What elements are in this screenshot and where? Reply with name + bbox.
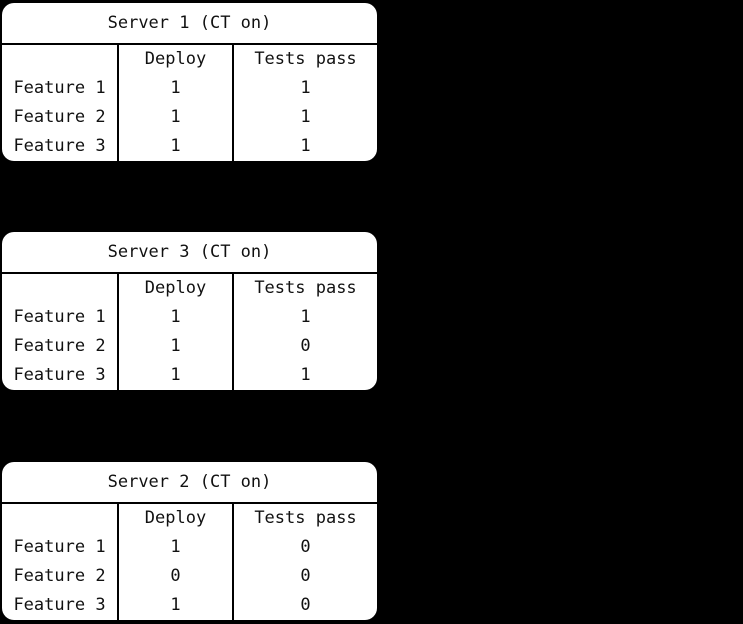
server-card-1: Server 1 (CT on) Deploy Tests pass Featu…: [2, 3, 377, 161]
cell-tests-pass: 1: [232, 361, 377, 390]
cell-deploy: 1: [117, 132, 232, 161]
server-table: Deploy Tests pass Feature 1 1 1 Feature …: [2, 274, 377, 390]
row-label: Feature 1: [13, 78, 106, 98]
row-label: Feature 3: [13, 365, 106, 385]
cell-tests-pass: 0: [232, 591, 377, 620]
cell-deploy: 1: [117, 74, 232, 103]
server-table: Deploy Tests pass Feature 1 1 1 Feature …: [2, 45, 377, 161]
column-header-deploy: Deploy: [117, 504, 232, 533]
cell-deploy: 1: [117, 303, 232, 332]
row-label: Feature 2: [13, 566, 106, 586]
card-title: Server 1 (CT on): [2, 3, 377, 45]
server-table: Deploy Tests pass Feature 1 1 0 Feature …: [2, 504, 377, 620]
row-label: Feature 2: [13, 107, 106, 127]
server-card-2: Server 2 (CT on) Deploy Tests pass Featu…: [2, 462, 377, 620]
row-label: Feature 3: [13, 595, 106, 615]
column-header-deploy: Deploy: [117, 274, 232, 303]
cell-deploy: 1: [117, 361, 232, 390]
row-label: Feature 1: [13, 307, 106, 327]
card-title: Server 3 (CT on): [2, 232, 377, 274]
cell-tests-pass: 0: [232, 332, 377, 361]
cell-deploy: 1: [117, 533, 232, 562]
card-title: Server 2 (CT on): [2, 462, 377, 504]
server-card-3: Server 3 (CT on) Deploy Tests pass Featu…: [2, 232, 377, 390]
column-header-tests-pass: Tests pass: [232, 274, 377, 303]
cell-tests-pass: 0: [232, 562, 377, 591]
cell-tests-pass: 1: [232, 74, 377, 103]
cell-tests-pass: 1: [232, 132, 377, 161]
cell-tests-pass: 1: [232, 303, 377, 332]
cell-deploy: 1: [117, 332, 232, 361]
row-label: Feature 2: [13, 336, 106, 356]
corner-cell: [2, 45, 117, 74]
row-label: Feature 1: [13, 537, 106, 557]
cell-deploy: 1: [117, 591, 232, 620]
cell-tests-pass: 0: [232, 533, 377, 562]
cell-deploy: 0: [117, 562, 232, 591]
column-header-deploy: Deploy: [117, 45, 232, 74]
column-header-tests-pass: Tests pass: [232, 45, 377, 74]
cell-deploy: 1: [117, 103, 232, 132]
row-label: Feature 3: [13, 136, 106, 156]
corner-cell: [2, 504, 117, 533]
cell-tests-pass: 1: [232, 103, 377, 132]
corner-cell: [2, 274, 117, 303]
column-header-tests-pass: Tests pass: [232, 504, 377, 533]
